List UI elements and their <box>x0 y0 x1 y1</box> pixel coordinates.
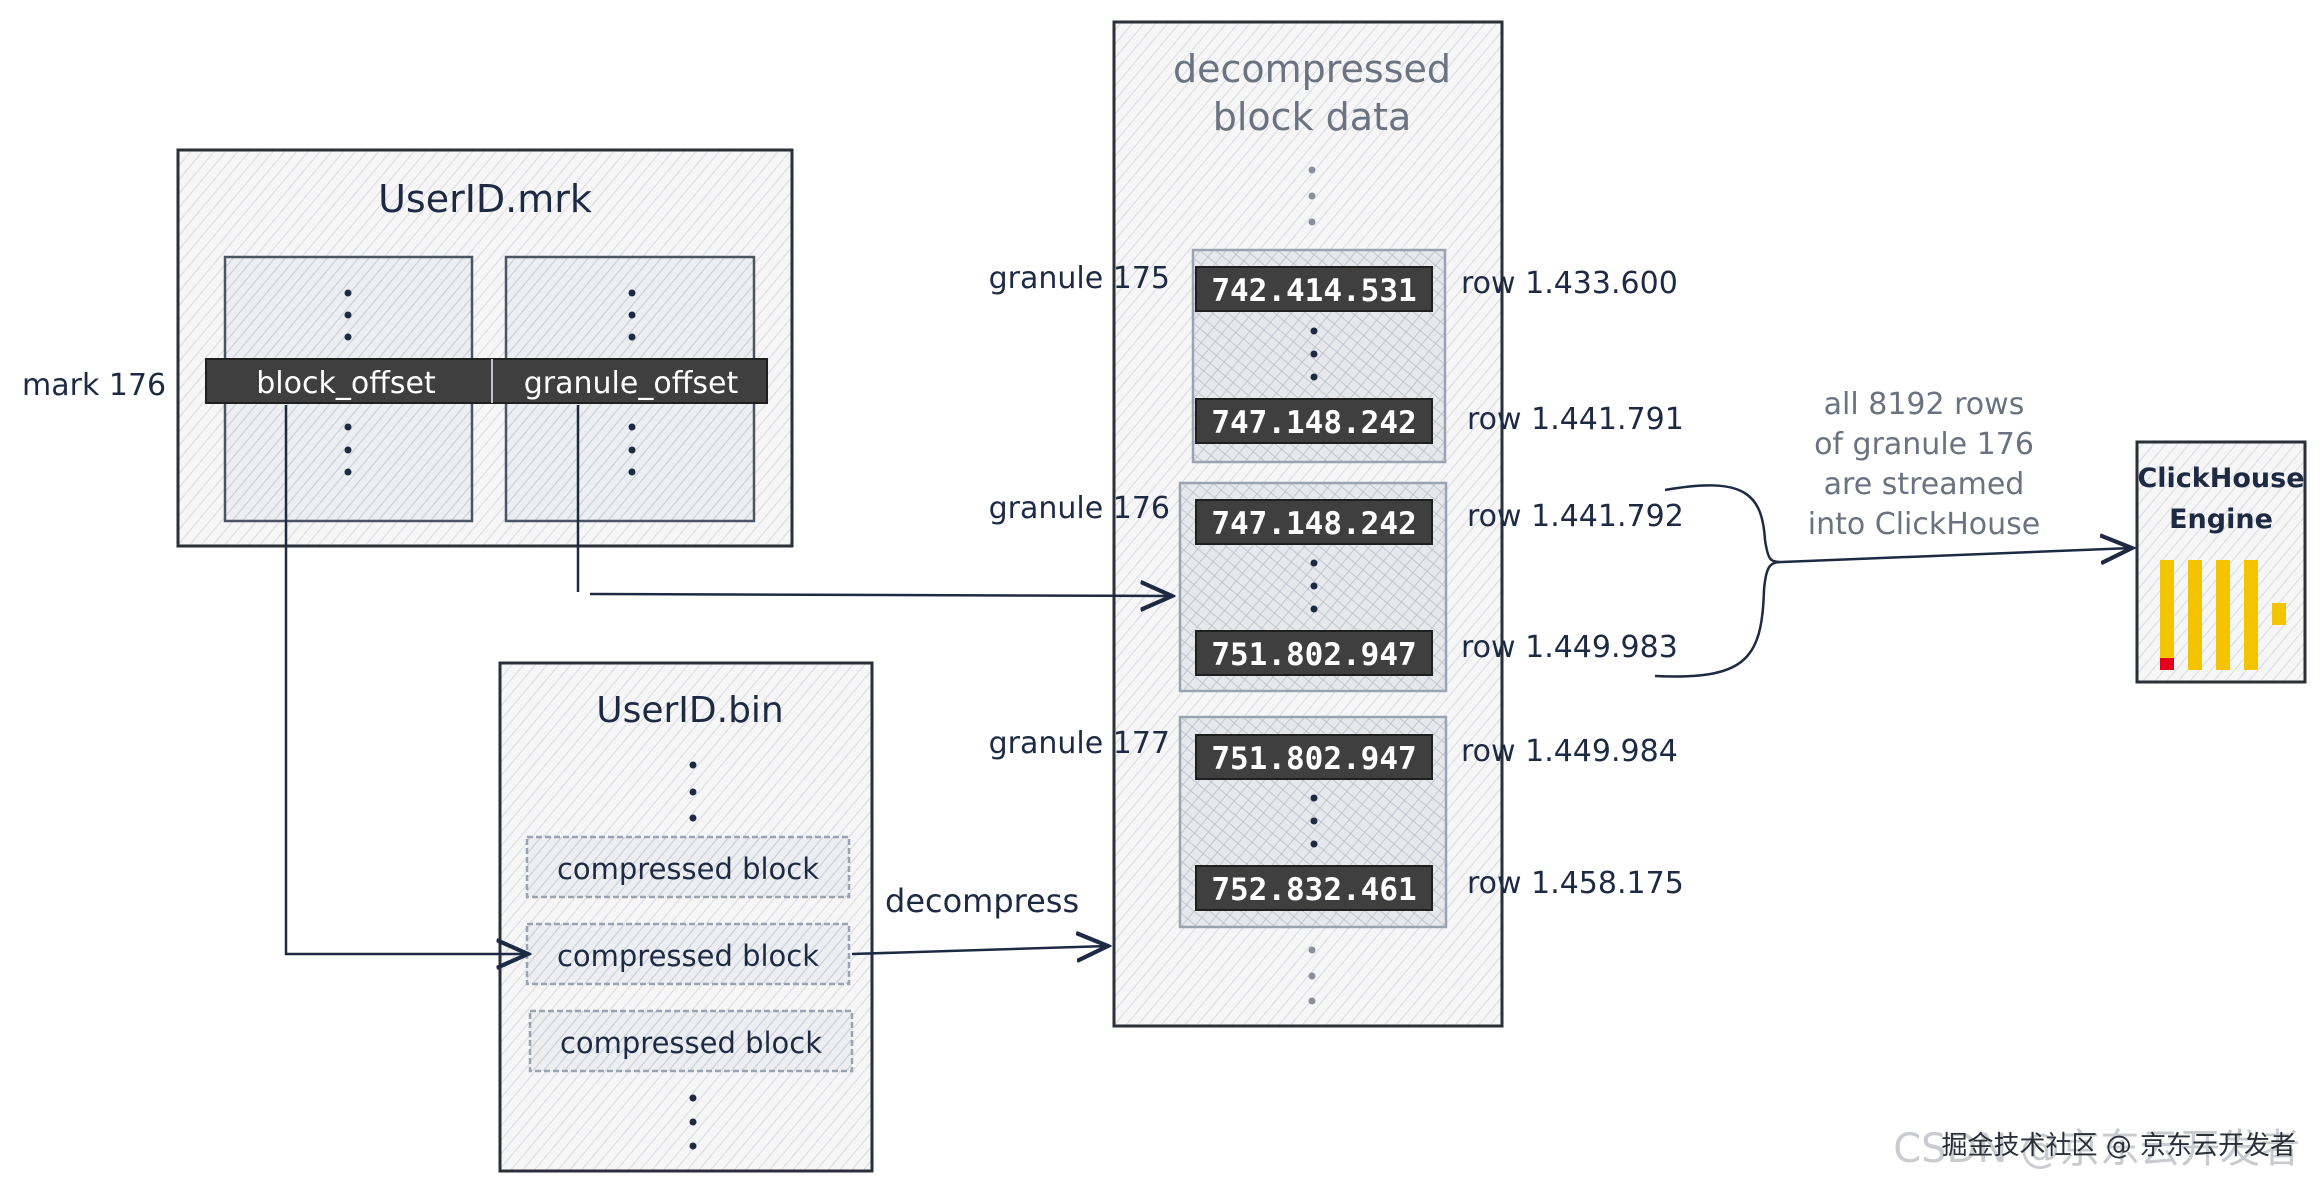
logo-accent <box>2160 658 2174 670</box>
granule-176-last-row: row 1.449.983 <box>1461 630 1678 665</box>
granule-176-last-value: 751.802.947 <box>1211 637 1416 673</box>
granule-175-first-value: 742.414.531 <box>1211 273 1416 309</box>
granule-175-label: granule 175 <box>989 261 1170 296</box>
bin-title: UserID.bin <box>596 690 784 731</box>
stream-line-1: all 8192 rows <box>1824 387 2025 422</box>
granule-177-last-row: row 1.458.175 <box>1467 866 1684 901</box>
clickhouse-logo-icon <box>2160 560 2286 670</box>
engine-title-line2: Engine <box>2169 504 2273 535</box>
mrk-panel: UserID.mrk block_offset granule_offset <box>176 148 794 548</box>
granule-176-first-row: row 1.441.792 <box>1467 499 1684 534</box>
logo-bar <box>2244 560 2258 670</box>
engine-title-line1: ClickHouse <box>2137 463 2304 494</box>
compressed-block-1-label: compressed block <box>557 852 819 886</box>
granule-177-last-value: 752.832.461 <box>1211 872 1416 908</box>
granule-177-first-row: row 1.449.984 <box>1461 734 1678 769</box>
block-offset-label: block_offset <box>256 366 436 401</box>
granule-offset-arrow <box>589 594 1172 596</box>
stream-arrow <box>1781 548 2132 562</box>
decompress-label: decompress <box>885 882 1079 920</box>
granule-177-last-value-box <box>1195 865 1433 911</box>
decompressed-title-line1: decompressed <box>1173 47 1451 91</box>
compressed-block-2-label: compressed block <box>557 939 819 973</box>
mrk-title: UserID.mrk <box>378 177 592 221</box>
clickhouse-engine: ClickHouse Engine <box>2135 440 2307 684</box>
granule-175: 742.414.531 747.148.242 <box>1191 248 1447 464</box>
logo-bar <box>2272 603 2286 625</box>
decompressed-title-line2: block data <box>1213 95 1412 139</box>
decompressed-panel: decompressed block data 742.414.531 747.… <box>1112 20 1504 1028</box>
decompressed-dots-top <box>1308 166 1316 226</box>
granule-177-first-value: 751.802.947 <box>1211 741 1416 777</box>
mark-row <box>205 358 768 404</box>
granule-176-first-value: 747.148.242 <box>1211 506 1416 542</box>
compressed-block-1 <box>525 835 851 899</box>
granule-176-first-value-box <box>1195 499 1433 545</box>
granule-offset-label: granule_offset <box>524 366 739 401</box>
compressed-block-3 <box>528 1009 854 1073</box>
overlay-watermark: 掘金技术社区 @ 京东云开发者 <box>1941 1131 2296 1161</box>
granule-177: 751.802.947 752.832.461 <box>1178 715 1448 929</box>
decompress-arrow <box>851 946 1108 954</box>
block-offset-arrow <box>284 405 528 954</box>
bin-dots-top <box>689 761 697 822</box>
bin-dots-bottom <box>689 1094 697 1150</box>
mrk-dots-bottom <box>344 423 636 476</box>
granule-176: 747.148.242 751.802.947 <box>1178 481 1448 693</box>
stream-annotation: all 8192 rows of granule 176 are streame… <box>1808 387 2041 542</box>
csdn-watermark: CSDN @京东云开发者 <box>1893 1126 2300 1172</box>
stream-line-2: of granule 176 <box>1814 427 2034 462</box>
logo-bar <box>2216 560 2230 670</box>
granule-177-first-value-box <box>1195 734 1433 780</box>
granule-175-first-row: row 1.433.600 <box>1461 266 1678 301</box>
mrk-dots-top <box>344 289 636 341</box>
granule-177-label: granule 177 <box>989 726 1170 761</box>
granule-176-last-value-box <box>1195 630 1433 676</box>
granule-175-first-value-box <box>1195 266 1433 312</box>
decompressed-dots-bottom <box>1308 946 1316 1005</box>
granule-176-label: granule 176 <box>989 491 1170 526</box>
compressed-block-3-label: compressed block <box>560 1026 822 1060</box>
mark-176-label: mark 176 <box>22 368 166 403</box>
granule-176-brace <box>1654 484 1783 678</box>
stream-line-4: into ClickHouse <box>1808 507 2041 542</box>
stream-line-3: are streamed <box>1824 467 2025 502</box>
granule-175-last-value: 747.148.242 <box>1211 405 1416 441</box>
logo-bar <box>2188 560 2202 670</box>
granule-175-last-row: row 1.441.791 <box>1467 402 1684 437</box>
granule-175-last-value-box <box>1195 398 1433 444</box>
bin-panel-frame <box>498 661 874 1173</box>
bin-panel: UserID.bin compressed block compressed b… <box>498 661 874 1173</box>
logo-bar <box>2160 560 2174 670</box>
